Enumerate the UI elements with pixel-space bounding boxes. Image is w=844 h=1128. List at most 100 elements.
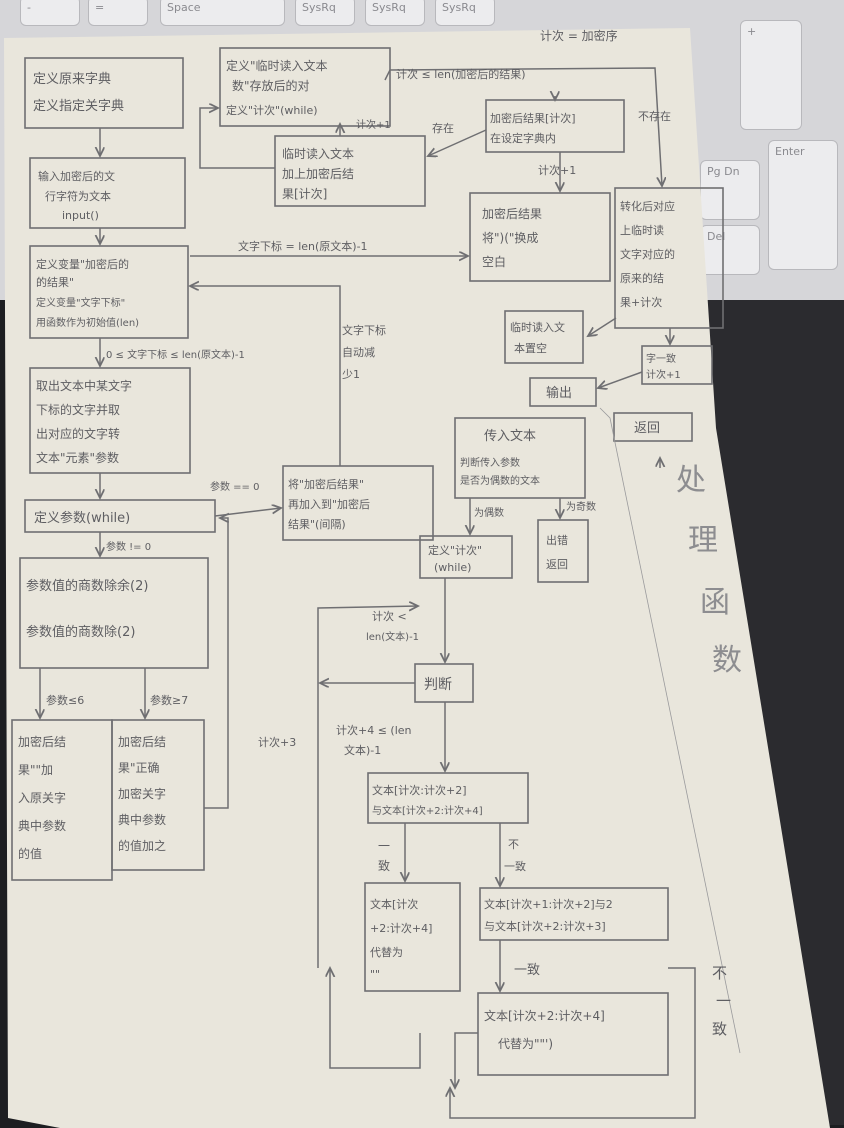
right-bottom-line-4: 典中参数: [118, 812, 166, 827]
compare-line-1: 文本[计次:计次+2]: [372, 783, 467, 797]
append-line-2: 再加入到"加密后: [288, 497, 370, 511]
append-result-box: [282, 465, 434, 541]
input-line-1: 输入加密后的文: [38, 169, 115, 183]
arrow-convert-clear: [588, 317, 617, 336]
index-len-label: 文字下标 = len(原文本)-1: [238, 239, 368, 253]
temp-dict-line-3: 定义"计次"(while): [226, 103, 318, 117]
count-plus3-label: 计次+3: [258, 735, 296, 749]
param-box: [454, 417, 586, 499]
arrow-loop-count: [317, 606, 418, 968]
convert-line-3: 文字对应的: [620, 247, 675, 261]
differ2-1: 不: [712, 964, 727, 982]
input-line-2: 行字符为文本: [45, 189, 111, 203]
return-box: [613, 412, 693, 442]
replace-line-3: 空白: [482, 254, 506, 269]
arrow-exists: [428, 129, 487, 156]
side-note-2: 理: [688, 523, 718, 558]
count-plus2-label: 计次+1: [538, 163, 576, 177]
return-text: 返回: [634, 421, 660, 436]
count-cond2-2: 文本)-1: [344, 743, 381, 757]
arrow-plus-output: [598, 371, 643, 388]
param-desc-1: 判断传入参数: [460, 456, 520, 469]
count-def-line-1: 定义"计次": [428, 543, 482, 557]
corner-note: 计次 = 加密序: [540, 28, 618, 43]
differ-1: 不: [508, 838, 519, 851]
index-dec-1: 文字下标: [342, 323, 386, 337]
keyboard-key: SysRq: [295, 0, 355, 26]
keyboard-key: +: [740, 20, 802, 130]
count-plus-label: 计次+1: [356, 118, 391, 131]
arrow-replace-one-back: [455, 1032, 478, 1088]
replace-two-line-4: "": [370, 968, 380, 981]
left-bottom-line-3: 入原关字: [18, 790, 66, 805]
replace-line-2: 将")("换成: [482, 231, 538, 245]
clear-box: [504, 310, 584, 364]
define-param-text: 定义参数(while): [34, 510, 130, 526]
input-box: [29, 157, 186, 229]
even-label: 为偶数: [474, 506, 504, 519]
output-box: [529, 377, 597, 407]
plus-one-line-2: 计次+1: [646, 368, 681, 381]
arrow-replace-back: [330, 968, 421, 1069]
take-line-2: 下标的文字并取: [36, 402, 120, 417]
same-1: 一: [378, 839, 390, 853]
keyboard-key: SysRq: [365, 0, 425, 26]
compare2-box: [479, 887, 669, 941]
index-dec-2: 自动减: [342, 346, 375, 359]
result-line-1: 定义变量"加密后的: [36, 257, 129, 271]
keyboard-key: -: [20, 0, 80, 26]
temp-read-line-1: 临时读入文本: [282, 146, 354, 161]
replace-one-box: [477, 992, 669, 1076]
differ-2: 一致: [504, 859, 526, 873]
split-line-2: 参数值的商数除(2): [26, 624, 135, 640]
replace-two-line-3: 代替为: [370, 945, 403, 959]
param-in-text: 传入文本: [484, 429, 536, 444]
temp-dict-line-1: 定义"临时读入文本: [226, 58, 328, 73]
result-line-4: 用函数作为初始值(len): [36, 316, 139, 329]
keyboard-key: Space: [160, 0, 285, 26]
left-bottom-line-5: 的值: [18, 846, 42, 861]
loop-cond-label: 计次 ≤ len(加密后的结果): [396, 67, 526, 81]
right-bottom-line-3: 加密关字: [118, 786, 166, 801]
lookup-line-2: 在设定字典内: [490, 131, 556, 145]
not-exists-label: 不存在: [638, 109, 671, 123]
take-line-3: 出对应的文字转: [36, 426, 120, 441]
lookup-line-1: 加密后结果[计次]: [490, 111, 576, 125]
arrow-loop-back: [204, 518, 228, 809]
error-line-2: 返回: [546, 558, 568, 571]
take-char-box: [29, 367, 191, 474]
count-cond2-1: 计次+4 ≤ (len: [336, 723, 412, 737]
paper-sheet: [4, 28, 830, 1128]
param-desc-2: 是否为偶数的文本: [460, 474, 540, 487]
arrow-differ2: [450, 967, 696, 1119]
result-line-2: 的结果": [36, 275, 74, 289]
convert-line-4: 原来的结: [620, 271, 664, 285]
odd-label: 为奇数: [566, 500, 596, 513]
keyboard-key: Enter: [768, 140, 838, 270]
result-line-3: 定义变量"文字下标": [36, 296, 125, 309]
differ2-3: 致: [712, 1020, 727, 1038]
right-bottom-line-5: 的值加之: [118, 838, 166, 853]
keyboard-key: Pg Dn: [700, 160, 760, 220]
plus-one-box: [641, 345, 713, 385]
dict-box: [24, 57, 184, 129]
count-def-line-2: (while): [434, 561, 471, 574]
append-line-1: 将"加密后结果": [288, 477, 364, 491]
exists-label: 存在: [432, 121, 454, 135]
temp-dict-box: [219, 47, 391, 127]
convert-box: [614, 187, 724, 329]
count-cond-2: len(文本)-1: [366, 630, 419, 643]
right-bottom-box: [111, 719, 205, 871]
error-line-1: 出错: [546, 533, 568, 547]
keyboard-key: SysRq: [435, 0, 495, 26]
arrow-temp-loop: [384, 67, 662, 186]
arrow-append-back: [190, 286, 341, 466]
convert-line-5: 果+计次: [620, 295, 662, 309]
judge-text: 判断: [424, 677, 452, 693]
zero-cond-label: 0 ≤ 文字下标 ≤ len(原文本)-1: [106, 348, 245, 361]
count-cond-1: 计次 <: [372, 609, 407, 623]
ge6-label: 参数≤6: [46, 693, 84, 707]
side-note-1: 处: [676, 463, 706, 498]
left-bottom-line-4: 典中参数: [18, 818, 66, 833]
input-line-3: input(): [62, 209, 99, 222]
